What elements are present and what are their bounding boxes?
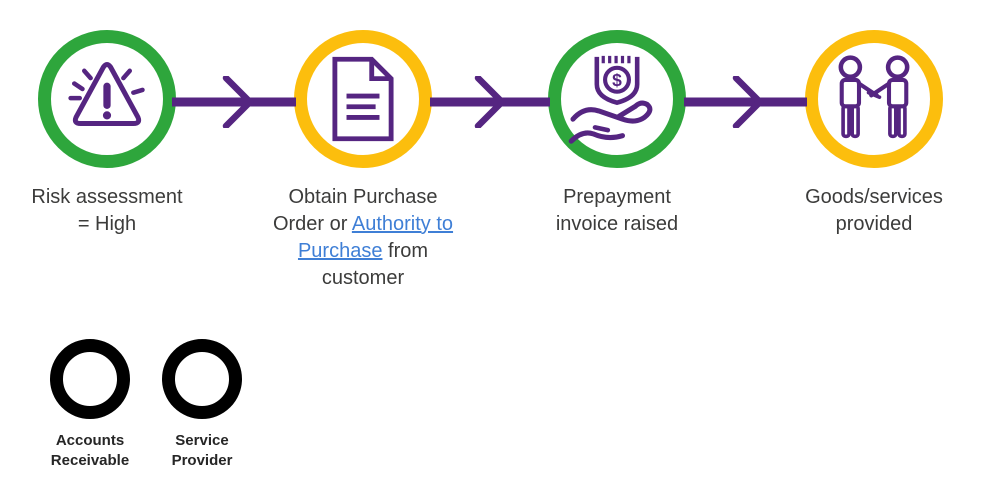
arrow-2 xyxy=(430,76,550,128)
legend-service-provider-label: Service Provider xyxy=(171,432,233,469)
step-2-label-line1: Obtain Purchase xyxy=(288,186,438,208)
arrow-3 xyxy=(684,76,807,128)
cash-in-hand-icon: $ xyxy=(568,55,653,144)
step-3-ring: $ xyxy=(548,30,686,168)
step-2-ring xyxy=(294,30,432,168)
step-4-ring xyxy=(805,30,943,168)
step-4-label: Goods/services provided xyxy=(805,186,943,235)
document-icon xyxy=(332,56,394,142)
legend-accounts-receivable-ring xyxy=(50,339,130,419)
arrow-1 xyxy=(172,76,296,128)
step-3-label: Prepayment invoice raised xyxy=(555,186,679,235)
step-2-label-line3-suffix: from xyxy=(382,240,429,262)
warning-triangle-icon xyxy=(68,61,145,127)
step-2-label-line4: customer xyxy=(321,267,405,289)
legend-accounts-receivable-label: Accounts Receivable xyxy=(50,432,130,469)
authority-to-purchase-link-line1[interactable]: Authority to xyxy=(351,213,454,235)
step-2-label-line2-prefix: Order or xyxy=(272,213,352,235)
legend-service-provider-ring xyxy=(162,339,242,419)
step-1-ring xyxy=(38,30,176,168)
authority-to-purchase-link[interactable]: Authority to Purchase xyxy=(298,213,453,262)
authority-to-purchase-link-line2[interactable]: Purchase xyxy=(297,240,383,262)
step-1-label: Risk assessment = High xyxy=(31,186,183,235)
handshake-icon xyxy=(838,55,910,139)
dollar-sign: $ xyxy=(612,70,622,90)
